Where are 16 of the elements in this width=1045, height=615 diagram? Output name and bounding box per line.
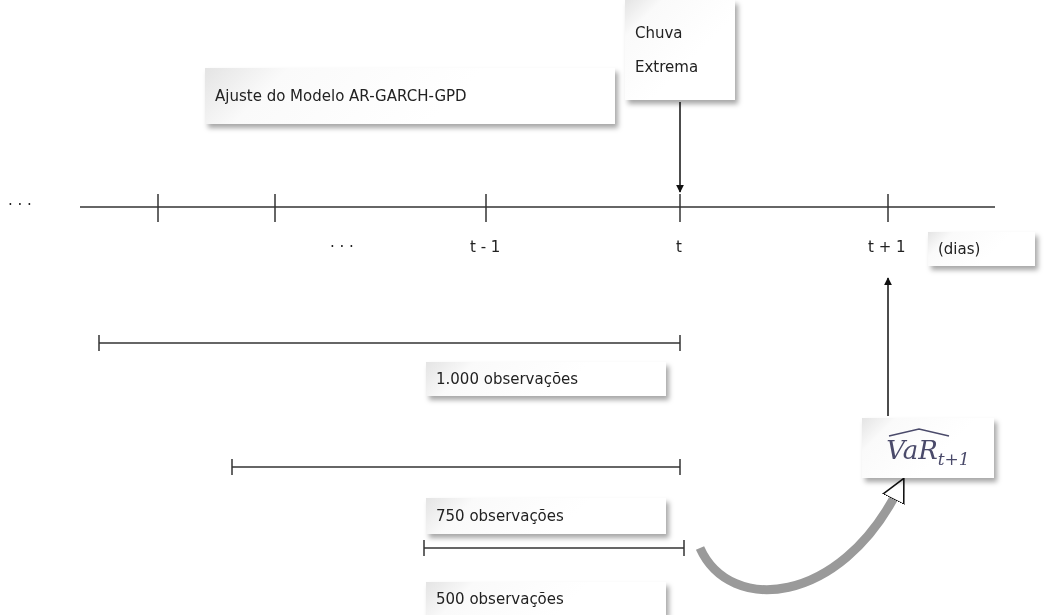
window-box: 1.000 observações: [426, 362, 666, 396]
arrow: [884, 277, 892, 417]
ellipsis-label: · · ·: [8, 196, 32, 214]
window-box: 500 observações: [426, 582, 666, 615]
time-label: t + 1: [868, 238, 906, 256]
arrow: [676, 101, 684, 193]
unit-box: (dias): [928, 232, 1035, 266]
formula-box: [862, 418, 994, 478]
model-box: Ajuste do Modelo AR-GARCH-GPD: [205, 68, 615, 124]
arrow: [696, 478, 906, 595]
time-label: t: [676, 238, 682, 256]
time-label: t - 1: [470, 238, 501, 256]
formula-label: VaR$_{t+1}$: [886, 426, 970, 470]
event-box: Chuva Extrema: [625, 0, 735, 100]
ellipsis-label: · · ·: [330, 238, 354, 256]
window-box: 750 observações: [426, 498, 666, 534]
